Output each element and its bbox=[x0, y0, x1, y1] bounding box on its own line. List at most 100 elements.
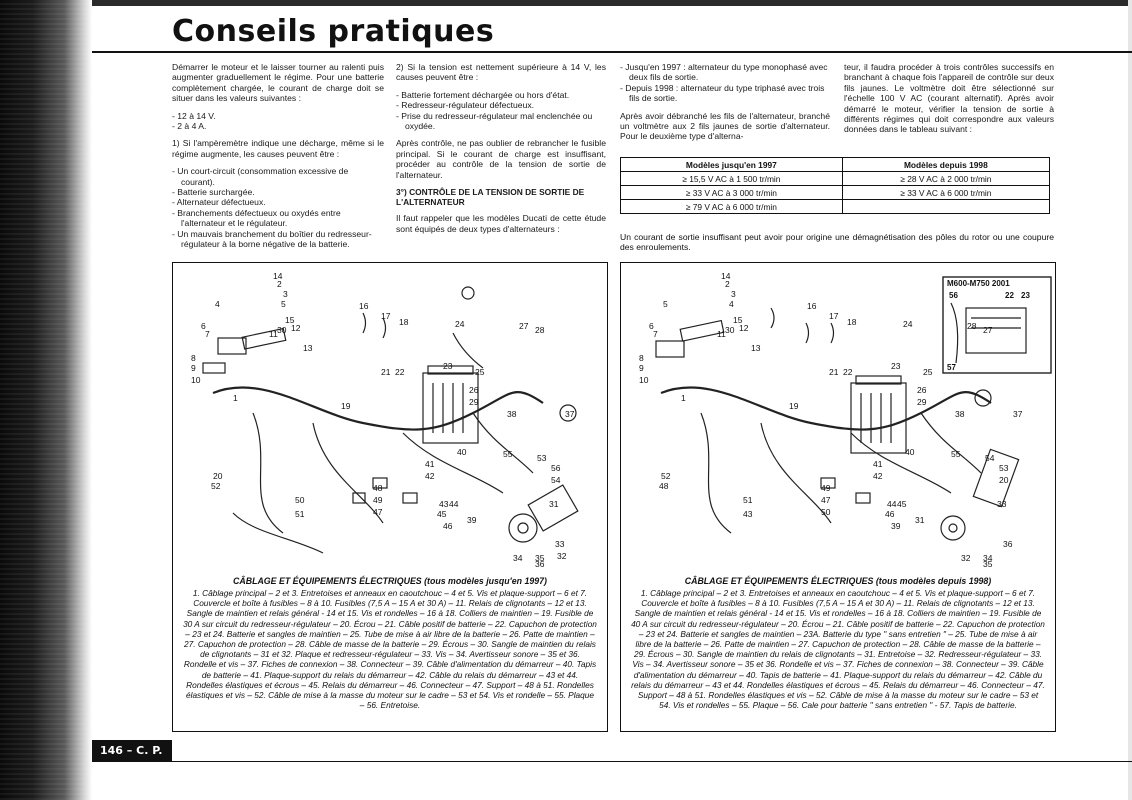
list-item: 12 à 14 V. bbox=[172, 111, 384, 121]
callout-number: 40 bbox=[905, 447, 915, 457]
list-item: Batterie surchargée. bbox=[172, 187, 384, 197]
callout-number: 37 bbox=[1013, 409, 1023, 419]
table-cell: ≥ 15,5 V AC à 1 500 tr/min bbox=[620, 171, 843, 186]
callout-number: 1 bbox=[681, 393, 686, 403]
list-values: 12 à 14 V. 2 à 4 A. bbox=[172, 111, 384, 132]
section-heading: 3°) CONTRÔLE DE LA TENSION DE SORTIE DE … bbox=[396, 187, 585, 207]
callout-number: 54 bbox=[985, 453, 995, 463]
callout-number: 7 bbox=[205, 329, 210, 339]
callout-number: 44 bbox=[449, 499, 459, 509]
wiring-drawing bbox=[655, 276, 1052, 541]
table-row: ≥ 33 V AC à 3 000 tr/min ≥ 33 V AC à 6 0… bbox=[620, 185, 1051, 200]
callout-number: 12 bbox=[739, 323, 749, 333]
callout-number: 12 bbox=[291, 323, 301, 333]
page-title: Conseils pratiques bbox=[172, 14, 495, 49]
table-cell: ≥ 79 V AC à 6 000 tr/min bbox=[620, 199, 843, 214]
list-causes: Un court-circuit (consommation excessive… bbox=[172, 166, 384, 249]
voltage-table: Modèles jusqu'en 1997 Modèles depuis 199… bbox=[620, 157, 1051, 214]
callout-number: 15 bbox=[733, 315, 743, 325]
paragraph-output-current: Un courant de sortie insuffisant peut av… bbox=[620, 232, 1054, 253]
text-column-3: Jusqu'en 1997 : alternateur du type mono… bbox=[620, 62, 830, 149]
callout-number: 31 bbox=[549, 499, 559, 509]
table-cell: ≥ 33 V AC à 3 000 tr/min bbox=[620, 185, 843, 200]
callout-number: 49 bbox=[821, 483, 831, 493]
callout-number: 39 bbox=[467, 515, 477, 525]
callout-number: 36 bbox=[535, 559, 545, 569]
list-item: Jusqu'en 1997 : alternateur du type mono… bbox=[620, 62, 830, 83]
list-alternator-types: Jusqu'en 1997 : alternateur du type mono… bbox=[620, 62, 830, 104]
callout-number: 33 bbox=[997, 499, 1007, 509]
inset-callout-number: 57 bbox=[947, 363, 956, 372]
callout-number: 32 bbox=[557, 551, 567, 561]
paragraph: Il faut rappeler que les modèles Ducati … bbox=[396, 213, 606, 234]
table-cell bbox=[841, 199, 1051, 214]
list-item: 2 à 4 A. bbox=[172, 121, 384, 131]
callout-number: 46 bbox=[443, 521, 453, 531]
callout-number: 38 bbox=[507, 409, 517, 419]
callout-number: 14 bbox=[273, 271, 283, 281]
scan-dark-edge bbox=[0, 0, 92, 800]
callout-number: 26 bbox=[917, 385, 927, 395]
callout-number: 52 bbox=[211, 481, 221, 491]
callout-number: 50 bbox=[295, 495, 305, 505]
figure-caption-title: CÂBLAGE ET ÉQUIPEMENTS ÉLECTRIQUES (tous… bbox=[684, 576, 992, 586]
paragraph: Démarrer le moteur et le laisser tourner… bbox=[172, 62, 384, 104]
header-rule bbox=[92, 51, 1132, 53]
callout-number: 16 bbox=[807, 301, 817, 311]
inset-callout-number: 22 bbox=[1005, 291, 1014, 300]
callout-number: 41 bbox=[873, 459, 883, 469]
text-column-4: teur, il faudra procéder à trois contrôl… bbox=[844, 62, 1054, 142]
callout-number: 40 bbox=[457, 447, 467, 457]
callout-number: 29 bbox=[469, 397, 479, 407]
callout-number: 24 bbox=[903, 319, 913, 329]
callout-number: 37 bbox=[565, 409, 575, 419]
callout-number: 25 bbox=[475, 367, 485, 377]
wiring-drawing bbox=[202, 286, 579, 554]
callout-number: 16 bbox=[359, 301, 369, 311]
inset-callout-number: 56 bbox=[949, 291, 958, 300]
callout-number: 22 bbox=[843, 367, 853, 377]
callout-number: 15 bbox=[285, 315, 295, 325]
callout-number: 42 bbox=[873, 471, 883, 481]
callout-number: 51 bbox=[743, 495, 753, 505]
callout-number: 46 bbox=[885, 509, 895, 519]
callout-number: 44 bbox=[887, 499, 897, 509]
callout-number: 38 bbox=[955, 409, 965, 419]
callout-number: 45 bbox=[897, 499, 907, 509]
callout-number: 23 bbox=[443, 361, 453, 371]
callout-number: 5 bbox=[663, 299, 668, 309]
callout-number: 3 bbox=[283, 289, 288, 299]
callout-number: 49 bbox=[373, 495, 383, 505]
callout-number: 43 bbox=[439, 499, 449, 509]
callout-number: 9 bbox=[639, 363, 644, 373]
callout-number: 2 bbox=[277, 279, 282, 289]
table-header: Modèles depuis 1998 bbox=[841, 157, 1051, 172]
callout-number: 6 bbox=[649, 321, 654, 331]
page-folio: 146 – C. P. bbox=[92, 740, 172, 762]
page-header: Conseils pratiques bbox=[92, 8, 1132, 54]
list-item: Un court-circuit (consommation excessive… bbox=[172, 166, 384, 187]
callout-number: 54 bbox=[551, 475, 561, 485]
callout-number: 3 bbox=[731, 289, 736, 299]
callout-number: 33 bbox=[555, 539, 565, 549]
list-item: Branchements défectueux ou oxydés entre … bbox=[172, 208, 384, 229]
callout-number: 31 bbox=[915, 515, 925, 525]
figure-caption-body: 1. Câblage principal – 2 et 3. Entretois… bbox=[183, 588, 597, 711]
callout-number: 6 bbox=[201, 321, 206, 331]
callout-number: 4 bbox=[729, 299, 734, 309]
paragraph: Après contrôle, ne pas oublier de rebran… bbox=[396, 138, 606, 180]
callout-number: 10 bbox=[639, 375, 649, 385]
callout-number: 14 bbox=[721, 271, 731, 281]
callout-number: 23 bbox=[891, 361, 901, 371]
list-causes-high: Batterie fortement déchargée ou hors d'é… bbox=[396, 90, 606, 132]
callout-number: 53 bbox=[537, 453, 547, 463]
callout-number: 5 bbox=[281, 299, 286, 309]
list-item: Redresseur-régulateur défectueux. bbox=[396, 100, 606, 110]
callout-number: 13 bbox=[303, 343, 313, 353]
callout-number: 28 bbox=[967, 321, 977, 331]
callout-number: 48 bbox=[659, 481, 669, 491]
callout-number: 22 bbox=[395, 367, 405, 377]
callout-number: 9 bbox=[191, 363, 196, 373]
figure-caption-body: 1. Câblage principal – 2 et 3. Entretois… bbox=[631, 588, 1045, 711]
